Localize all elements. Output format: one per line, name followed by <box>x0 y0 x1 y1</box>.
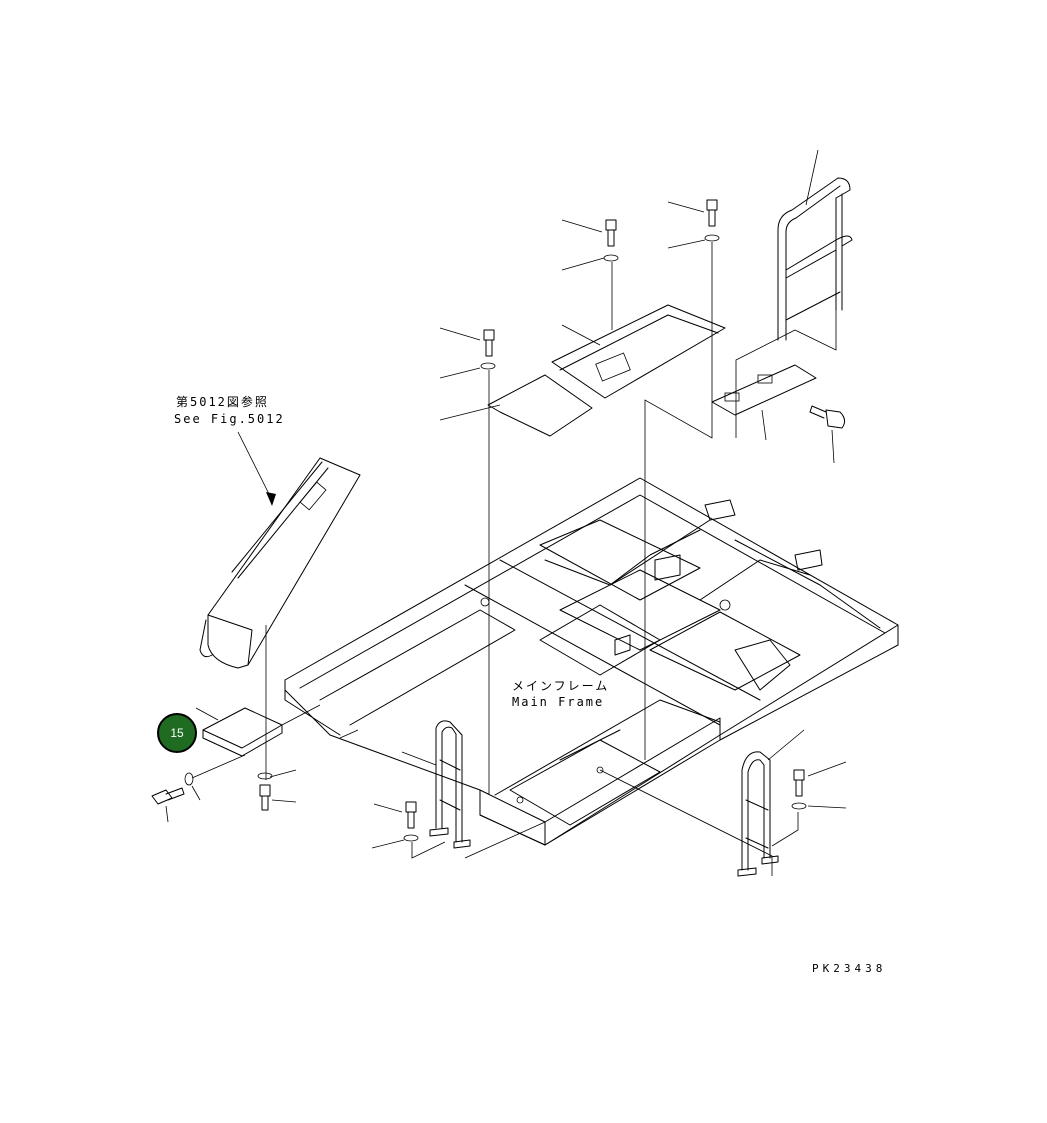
reference-label-jp: 第5012図参照 <box>176 395 269 409</box>
main-frame-label-jp: メインフレーム <box>512 679 610 693</box>
washers <box>184 234 807 842</box>
reference-label-en: See Fig.5012 <box>174 412 285 426</box>
part-number-badge[interactable]: 15 <box>157 713 197 753</box>
handrail-right <box>737 751 779 877</box>
drawing-code: PK23438 <box>812 962 887 975</box>
main-frame <box>284 477 899 846</box>
floor-plate-rear <box>551 304 726 399</box>
side-cover <box>199 457 361 669</box>
handrail-upper <box>777 177 853 341</box>
main-frame-label-en: Main Frame <box>512 695 605 709</box>
step-plate <box>711 364 817 416</box>
floor-plate-front <box>487 374 593 437</box>
bracket-part-15 <box>202 707 283 757</box>
leader-lines <box>165 149 847 876</box>
bolts <box>151 199 846 829</box>
handrail-left <box>429 720 471 849</box>
